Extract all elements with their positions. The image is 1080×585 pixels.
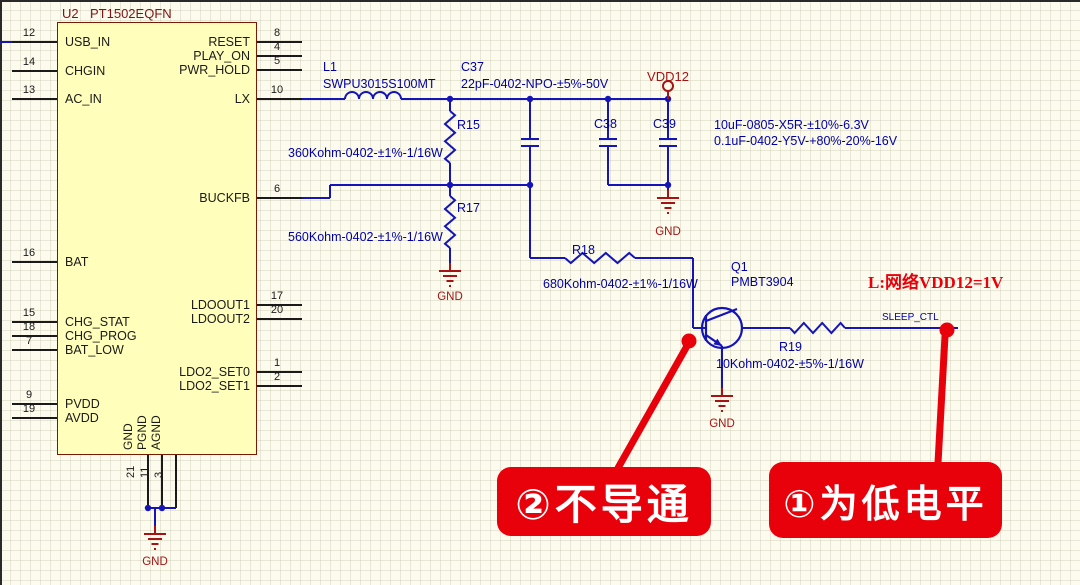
pin-label-pwr-hold[interactable]: PWR_HOLD	[179, 63, 250, 77]
r19-value[interactable]: 10Kohm-0402-±5%-1/16W	[716, 357, 864, 371]
pin-label-usb-in[interactable]: USB_IN	[65, 35, 111, 49]
pin-number-1: 1	[273, 357, 281, 369]
pin-number-16: 16	[22, 247, 36, 259]
r15-refdes[interactable]: R15	[457, 118, 480, 132]
pin-label-pgnd[interactable]: PGND	[135, 415, 149, 450]
sheet-border-top	[0, 0, 1080, 2]
gnd-label-caps: GND	[655, 226, 681, 238]
c39-refdes[interactable]: C39	[653, 117, 676, 131]
pin-number-3: 3	[153, 471, 165, 478]
pin-label-gnd[interactable]: GND	[121, 423, 135, 450]
callout-low-level[interactable]: ①为低电平	[769, 462, 1002, 538]
pin-number-12: 12	[22, 27, 36, 39]
ic-body-u2[interactable]	[57, 22, 257, 455]
resistor-r18[interactable]	[564, 251, 636, 265]
pin-label-ldoout1[interactable]: LDOOUT1	[190, 298, 250, 312]
annotation-arrow-sleepctl	[934, 332, 949, 467]
pin-number-20: 20	[270, 304, 284, 316]
r19-refdes[interactable]: R19	[779, 340, 802, 354]
pin-number-2: 2	[273, 371, 281, 383]
l1-refdes[interactable]: L1	[323, 60, 337, 74]
ic-part-number[interactable]: PT1502EQFN	[90, 6, 172, 21]
capacitor-c39[interactable]	[659, 138, 677, 147]
c37-value[interactable]: 22pF-0402-NPO-±5%-50V	[461, 77, 609, 91]
pin-label-bat[interactable]: BAT	[65, 255, 89, 269]
vdd12-level-note: L:网络VDD12=1V	[868, 273, 1004, 292]
r18-refdes[interactable]: R18	[572, 243, 595, 257]
resistor-r17[interactable]	[443, 195, 457, 249]
pin-number-17: 17	[270, 290, 284, 302]
pin-number-5: 5	[273, 55, 281, 67]
resistor-r19[interactable]	[789, 321, 846, 335]
r17-refdes[interactable]: R17	[457, 201, 480, 215]
vdd12-power-port[interactable]	[662, 80, 674, 99]
pin-number-11: 11	[139, 466, 151, 478]
callout-not-conducting[interactable]: ②不导通	[497, 467, 711, 536]
pin-label-chg-stat[interactable]: CHG_STAT	[65, 315, 130, 329]
pin-label-lx[interactable]: LX	[234, 92, 250, 106]
pin-label-agnd[interactable]: AGND	[149, 415, 163, 450]
transistor-q1[interactable]	[700, 306, 744, 350]
vdd12-net-label[interactable]: VDD12	[647, 69, 689, 84]
pin-number-19: 19	[22, 403, 36, 415]
resistor-r15[interactable]	[443, 110, 457, 164]
c38-refdes[interactable]: C38	[594, 117, 617, 131]
gnd-label-r17: GND	[437, 291, 463, 303]
pin-label-bat-low[interactable]: BAT_LOW	[65, 343, 124, 357]
transistor-emitter-arrow	[713, 338, 722, 346]
pin-label-pvdd[interactable]: PVDD	[65, 397, 100, 411]
pin-label-avdd[interactable]: AVDD	[65, 411, 99, 425]
pin-number-7: 7	[25, 335, 33, 347]
annotation-marks[interactable]	[614, 322, 955, 472]
pin-label-ldo2-set0[interactable]: LDO2_SET0	[179, 365, 250, 379]
annotation-arrow-transistor	[614, 342, 691, 472]
sheet-border-left	[0, 0, 2, 585]
gnd-label-q1: GND	[709, 418, 735, 430]
pin-number-4: 4	[273, 41, 281, 53]
pin-label-chgin[interactable]: CHGIN	[65, 64, 106, 78]
r15-value[interactable]: 360Kohm-0402-±1%-1/16W	[288, 146, 443, 160]
sleep-ctl-net-label[interactable]: SLEEP_CTL	[882, 312, 939, 323]
pin-number-14: 14	[22, 56, 36, 68]
gnd-symbol-ic[interactable]	[143, 525, 167, 550]
r17-value[interactable]: 560Kohm-0402-±1%-1/16W	[288, 230, 443, 244]
pin-number-21: 21	[125, 465, 137, 478]
gnd-symbol-caps[interactable]	[656, 189, 680, 214]
pin-number-15: 15	[22, 307, 36, 319]
capacitor-c38[interactable]	[599, 138, 617, 147]
q1-value[interactable]: PMBT3904	[731, 275, 794, 289]
gnd-label-ic: GND	[142, 556, 168, 568]
inductor-l1[interactable]	[344, 91, 402, 100]
pin-number-13: 13	[22, 84, 36, 96]
ic-pin-stubs	[12, 41, 302, 508]
ic-refdes[interactable]: U2	[62, 6, 79, 21]
l1-value[interactable]: SWPU3015S100MT	[323, 77, 436, 91]
capacitor-c37[interactable]	[521, 138, 539, 147]
gnd-symbol-q1[interactable]	[710, 387, 734, 412]
junction-dots	[144, 95, 672, 512]
pin-label-ldoout2[interactable]: LDOOUT2	[190, 312, 250, 326]
q1-refdes[interactable]: Q1	[731, 260, 748, 274]
cap-value-line2[interactable]: 0.1uF-0402-Y5V-+80%-20%-16V	[714, 134, 898, 148]
pin-label-ac-in[interactable]: AC_IN	[65, 92, 102, 106]
pin-number-8: 8	[273, 27, 281, 39]
pin-label-ldo2-set1[interactable]: LDO2_SET1	[179, 379, 250, 393]
wires[interactable]	[0, 41, 958, 526]
r18-value[interactable]: 680Kohm-0402-±1%-1/16W	[543, 277, 698, 291]
cap-value-line1[interactable]: 10uF-0805-X5R-±10%-6.3V	[714, 118, 869, 132]
pin-number-6: 6	[273, 183, 281, 195]
pin-label-buckfb[interactable]: BUCKFB	[199, 191, 250, 205]
pin-label-chg-prog[interactable]: CHG_PROG	[65, 329, 137, 343]
pin-label-play-on[interactable]: PLAY_ON	[193, 49, 250, 63]
c37-refdes[interactable]: C37	[461, 60, 484, 74]
gnd-symbol-r17[interactable]	[438, 262, 462, 287]
pin-label-reset[interactable]: RESET	[208, 35, 250, 49]
pin-number-18: 18	[22, 321, 36, 333]
pin-number-10: 10	[270, 84, 284, 96]
transistor-collector	[705, 307, 738, 323]
pin-number-9: 9	[25, 389, 33, 401]
